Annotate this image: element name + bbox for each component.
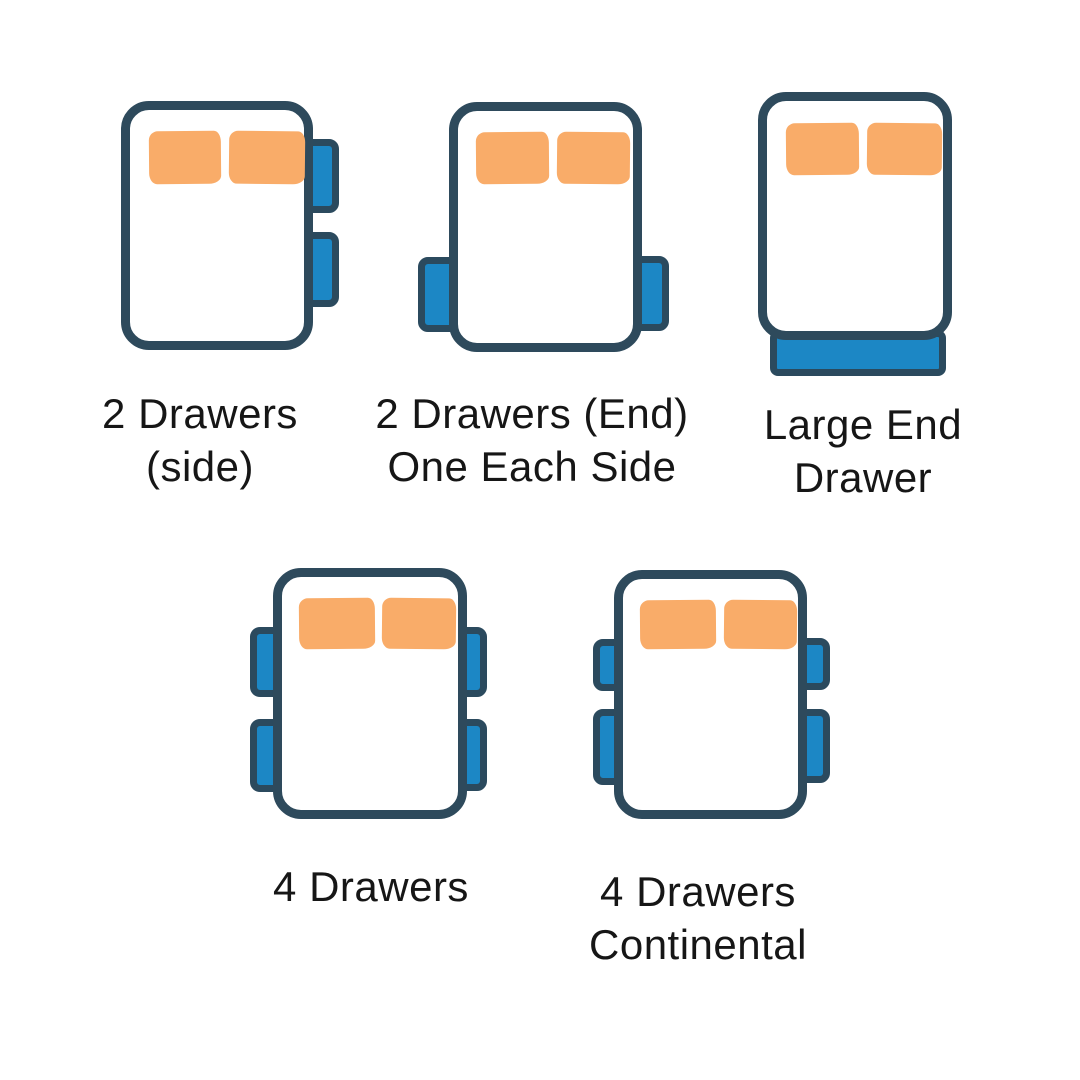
label-line: Large End: [763, 401, 963, 448]
bed-top-view-icon: [449, 102, 642, 352]
label-four-drawers: 4 Drawers: [221, 861, 521, 914]
pillow-left-icon: [298, 597, 376, 650]
label-line: 4 Drawers: [600, 868, 796, 915]
bed-top-view-icon: [273, 568, 467, 819]
pillow-left-icon: [639, 599, 717, 650]
pillow-left-icon: [785, 122, 860, 176]
bed-figure-two-drawers-end: [418, 102, 669, 352]
bed-top-view-icon: [758, 92, 952, 340]
bed-top-view-icon: [121, 101, 313, 350]
pillow-right-icon: [556, 131, 631, 185]
label-line: 2 Drawers (End): [375, 390, 689, 437]
pillow-right-icon: [381, 597, 457, 650]
bed-figure-large-end-drawer: [758, 92, 952, 376]
bed-figure-two-drawers-side: [121, 101, 339, 350]
label-four-drawers-continental: 4 Drawers Continental: [548, 866, 848, 972]
label-line: One Each Side: [387, 442, 677, 490]
bed-figure-four-drawers: [250, 568, 487, 819]
pillow-right-icon: [723, 599, 798, 650]
label-line: Continental: [589, 920, 807, 968]
label-two-drawers-end: 2 Drawers (End) One Each Side: [362, 388, 702, 494]
label-line: 2 Drawers: [102, 390, 298, 437]
pillow-right-icon: [228, 130, 306, 185]
label-line: (side): [145, 442, 255, 490]
pillow-right-icon: [866, 122, 943, 176]
label-two-drawers-side: 2 Drawers (side): [50, 388, 350, 494]
label-line: Drawer: [793, 453, 933, 501]
pillow-left-icon: [475, 131, 550, 185]
label-line: 4 Drawers: [273, 863, 469, 910]
bed-top-view-icon: [614, 570, 807, 819]
pillow-left-icon: [148, 130, 222, 185]
label-large-end-drawer: Large End Drawer: [713, 399, 1013, 505]
bed-figure-four-drawers-continental: [593, 570, 830, 819]
